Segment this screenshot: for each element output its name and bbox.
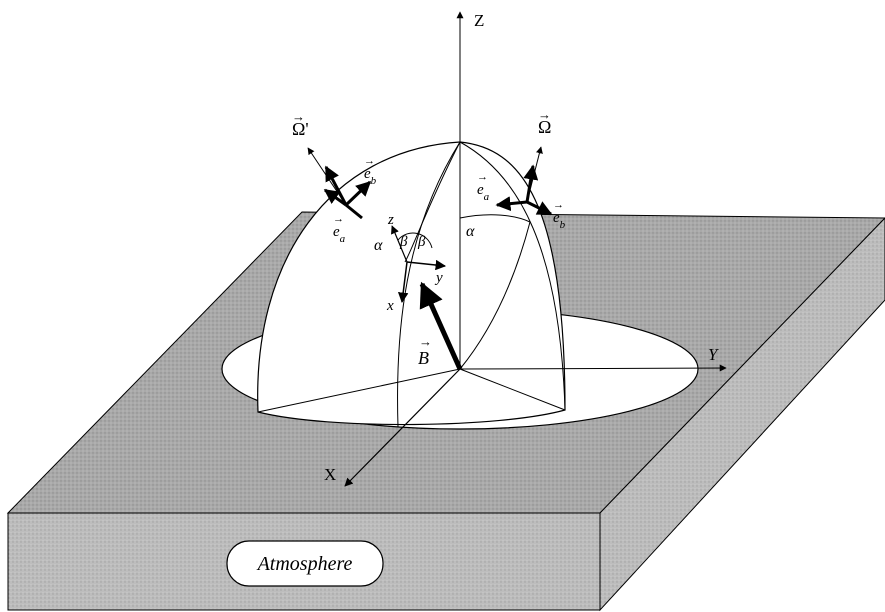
base-radius-right [459,368,566,411]
b-vector: B → [418,281,463,371]
meridian-inner [404,141,461,263]
b-vector-label: B [418,348,429,368]
y-axis-label: Y [708,345,719,364]
meridian-x [397,141,461,428]
local-z-label: z [387,212,394,228]
global-axes: Z Y X [324,11,727,487]
base-radius-left [257,368,461,413]
omega-eb-arrow [526,200,553,216]
omega-label: Ω [538,117,551,137]
omega-eb-arrow-symbol: → [553,199,564,211]
omega-prime-group: Ω' → eb → ea → [292,109,377,245]
alpha-label-left: α [374,237,383,254]
atmosphere-label: Atmosphere [256,553,353,575]
omega-arrow [523,164,539,203]
omega-prime-ea-arrow [323,188,347,207]
omega-ea-label: ea [477,182,490,203]
omega-prime-label: Ω' [292,119,309,139]
omega-prime-arrow [324,165,348,206]
local-y-axis [406,259,447,271]
x-axis-label: X [324,465,336,484]
alpha-arc [459,214,531,223]
hemisphere-surface [257,141,566,426]
omega-prime-eb-arrow-symbol: → [364,155,375,167]
meridian-y [459,141,566,411]
hemisphere [257,141,566,428]
omega-group: Ω → ea → eb → [477,107,566,231]
local-x-label: x [386,298,394,314]
local-x-axis [397,261,409,304]
atmosphere-label-box [226,540,384,587]
y-axis [459,364,727,372]
z-axis-label: Z [474,11,484,30]
meridian-right [459,221,531,370]
omega-arrow-symbol: → [538,107,551,122]
local-z-axis [391,225,408,263]
omega-ea-arrow [495,196,528,212]
omega-prime-ea-arrow-symbol: → [333,213,344,225]
omega-ea-arrow-symbol: → [477,171,488,183]
beta-arc [397,232,433,249]
omega-prime-eb-label: eb [364,166,377,187]
slab-side-face [599,217,885,612]
beta-label-2: β [417,234,426,250]
omega-prime-ea-label: ea [333,224,346,245]
omega-prime-arrow-symbol: → [292,109,305,124]
omega-prime-ea-stem [345,203,363,220]
local-frame: z y x β β α α [374,212,475,314]
omega-prime-eb-arrow [344,180,372,207]
b-vector-arrow-symbol: → [419,334,432,349]
alpha-label-right: α [466,223,475,240]
beta-label-1: β [399,234,408,250]
local-y-label: y [434,270,443,286]
omega-eb-label: eb [553,210,566,231]
b-vector-arrow [419,281,463,371]
x-axis [344,368,461,487]
